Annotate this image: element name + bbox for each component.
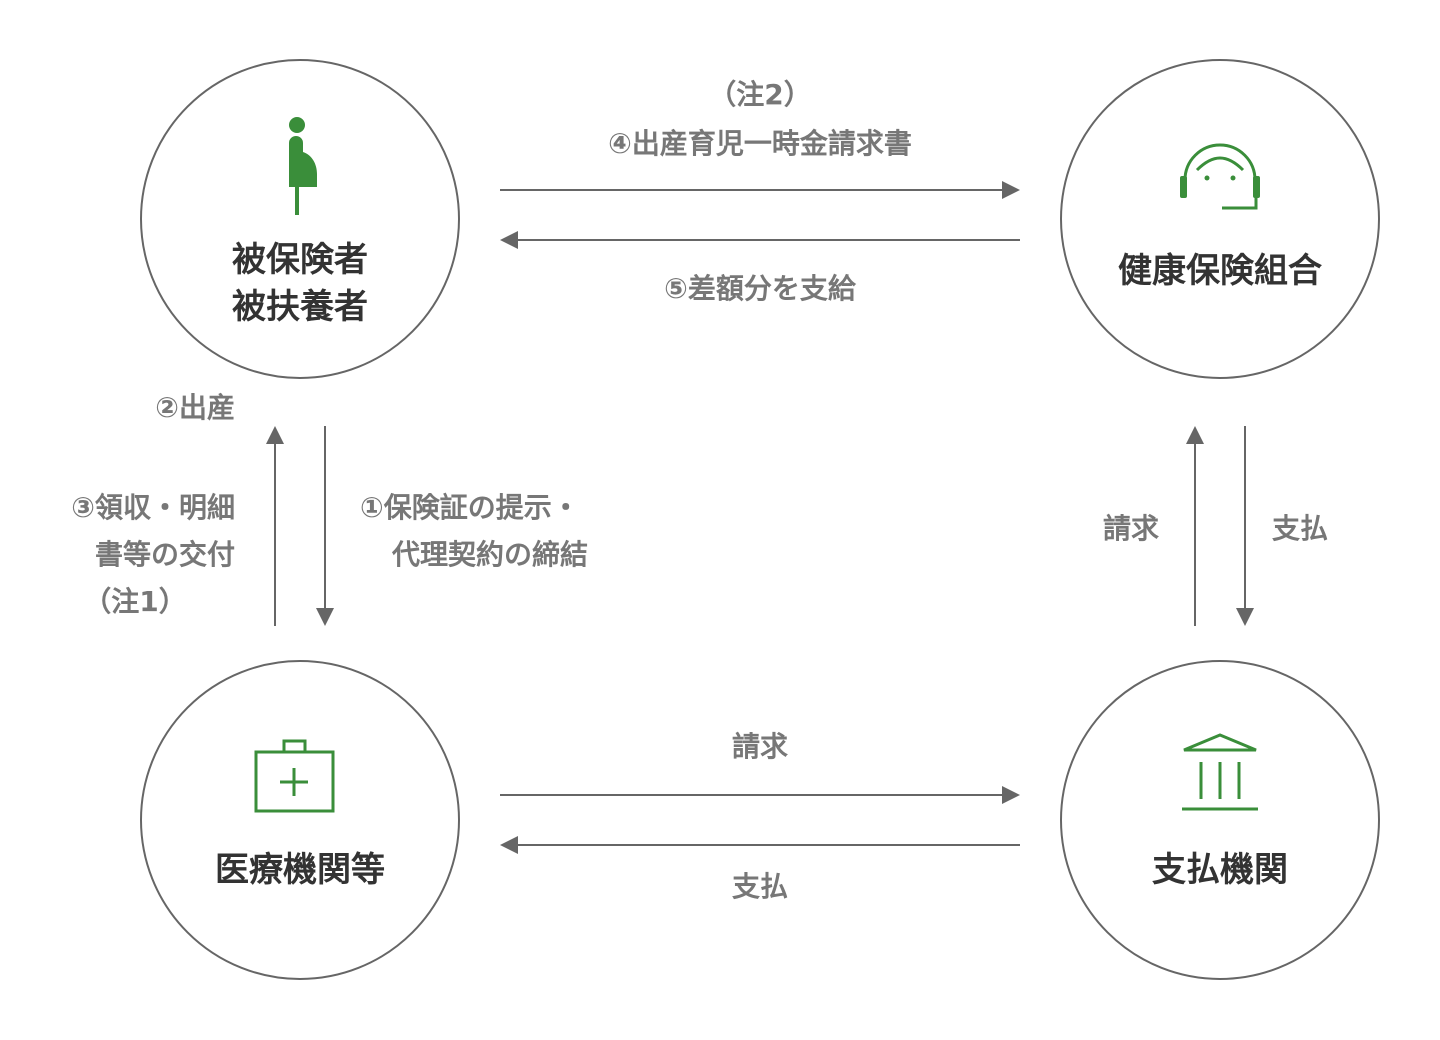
arrow-medical-request-right bbox=[500, 786, 1020, 804]
node-medical: 医療機関等 bbox=[140, 660, 460, 980]
arrow-card-down bbox=[316, 426, 334, 626]
node-insured-circle bbox=[140, 59, 460, 379]
claim-label: ④出産育児一時金請求書 bbox=[608, 127, 912, 160]
receipt-label-line2: 書等の交付 bbox=[95, 538, 235, 571]
claim-note-label: （注2） bbox=[708, 78, 811, 111]
arrow-union-request-up bbox=[1186, 426, 1204, 626]
union-request-label: 請求 bbox=[1103, 512, 1159, 545]
arrow-claim-to-union bbox=[500, 181, 1020, 199]
medical-label: 医療機関等 bbox=[215, 850, 385, 890]
node-payment: 支払機関 bbox=[1060, 660, 1380, 980]
receipt-note-label: （注1） bbox=[83, 585, 186, 618]
receipt-label-line1: ③領収・明細 bbox=[71, 491, 235, 524]
difference-label: ⑤差額分を支給 bbox=[664, 272, 857, 305]
node-insured: 被保険者 被扶養者 bbox=[140, 59, 460, 379]
arrow-medical-payment-left bbox=[500, 836, 1020, 854]
headset-operator-icon bbox=[1180, 143, 1260, 210]
medical-payment-label: 支払 bbox=[732, 870, 788, 903]
dependent-label-line2: 被扶養者 bbox=[232, 287, 368, 327]
node-union-circle bbox=[1060, 59, 1380, 379]
card-label-line1: ①保険証の提示・ bbox=[360, 491, 580, 524]
medical-request-label: 請求 bbox=[732, 730, 788, 763]
arrow-birth-receipt-up bbox=[266, 426, 284, 626]
node-union: 健康保険組合 bbox=[1060, 59, 1380, 379]
bank-building-icon bbox=[1182, 733, 1258, 811]
card-label-line2: 代理契約の締結 bbox=[391, 538, 588, 571]
union-label: 健康保険組合 bbox=[1118, 251, 1322, 291]
birth-label: ②出産 bbox=[155, 391, 235, 424]
medical-bag-icon bbox=[254, 739, 335, 813]
node-medical-circle bbox=[140, 660, 460, 980]
pregnant-person-icon bbox=[289, 117, 317, 215]
insured-label-line1: 被保険者 bbox=[232, 240, 368, 280]
arrow-union-payment-down bbox=[1236, 426, 1254, 626]
union-payment-label: 支払 bbox=[1272, 512, 1328, 545]
arrow-difference-to-insured bbox=[500, 231, 1020, 249]
node-payment-circle bbox=[1060, 660, 1380, 980]
payment-label: 支払機関 bbox=[1152, 850, 1288, 890]
